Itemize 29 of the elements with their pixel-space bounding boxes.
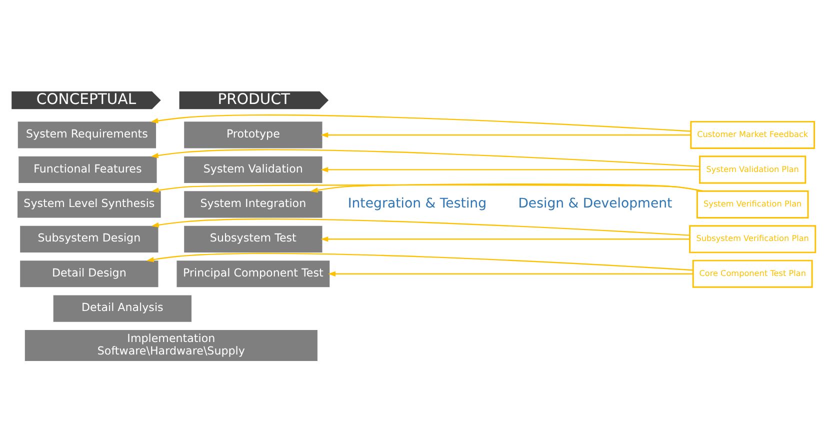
node-box: System Validation Plan (699, 156, 806, 184)
node-box: Prototype (184, 122, 322, 148)
arrow (320, 167, 700, 172)
node-box: Subsystem Design (20, 226, 158, 252)
node-box: System Integration (184, 191, 322, 218)
node-box: System Verification Plan (696, 190, 809, 218)
node-box: Subsystem Verification Plan (689, 225, 816, 254)
arrow (328, 271, 693, 277)
arrow (151, 184, 703, 193)
arrow (151, 218, 690, 236)
node-box: Principal Component Test (176, 260, 330, 288)
node-box: Core Component Test Plan (692, 260, 813, 288)
label: Design & Development (518, 196, 672, 212)
arrow (150, 149, 700, 168)
arrow (310, 183, 703, 193)
node-box: Functional Features (18, 156, 157, 183)
arrow (320, 236, 690, 242)
node-box: Subsystem Test (184, 226, 322, 252)
arrow (320, 132, 691, 138)
node-box: System Level Synthesis (18, 191, 161, 218)
node-box: Implementation Software\Hardware\Supply (24, 330, 318, 362)
node-box: Detail Design (20, 260, 158, 288)
arrow (146, 252, 693, 271)
node-box: System Requirements (18, 122, 156, 148)
node-box: Customer Market Feedback (690, 120, 816, 150)
arrow (150, 114, 691, 132)
label: Integration & Testing (348, 196, 487, 212)
node-box: System Validation (184, 156, 322, 183)
node-box: Detail Analysis (53, 295, 192, 322)
